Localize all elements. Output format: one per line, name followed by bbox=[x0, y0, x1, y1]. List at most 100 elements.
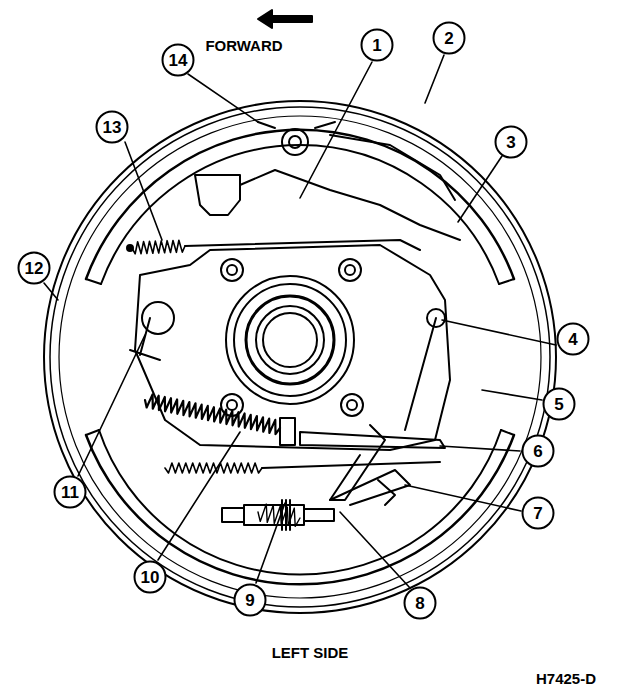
callout-ring bbox=[135, 562, 166, 593]
caption-label: H7425-D bbox=[536, 670, 596, 687]
label-holder: H7425-D bbox=[536, 670, 596, 688]
stud-nut bbox=[227, 265, 237, 275]
adjuster-cable bbox=[405, 318, 436, 430]
callout-number: 14 bbox=[169, 52, 188, 69]
hold-down-spring bbox=[130, 318, 160, 360]
callout-text: 6 bbox=[521, 434, 555, 468]
callout-circle: 10 bbox=[133, 560, 167, 594]
callout-number: 4 bbox=[568, 331, 577, 348]
leader-line bbox=[425, 55, 444, 103]
label-holder: LEFT SIDE bbox=[272, 644, 349, 662]
stud-nut bbox=[341, 394, 363, 416]
callout-circle: 6 bbox=[521, 434, 555, 468]
stud-nut bbox=[221, 259, 243, 281]
cable-clip bbox=[280, 418, 295, 445]
stud-nut bbox=[347, 400, 357, 410]
callout-circle: 9 bbox=[233, 583, 267, 617]
leader-line bbox=[442, 320, 556, 345]
stud-nut bbox=[339, 259, 361, 281]
coil-spring bbox=[132, 240, 185, 254]
leader-line bbox=[340, 512, 410, 588]
callout-number: 13 bbox=[103, 119, 122, 136]
leader-line bbox=[78, 335, 145, 476]
callout-number: 5 bbox=[554, 396, 563, 413]
anchor-pin bbox=[282, 129, 308, 155]
anchor-pin bbox=[289, 136, 301, 148]
callout-ring bbox=[97, 112, 128, 143]
callout-text: 10 bbox=[133, 560, 167, 594]
callout-circle: 1 bbox=[360, 28, 394, 62]
callout-number: 10 bbox=[141, 569, 160, 586]
callout-number: 11 bbox=[61, 484, 79, 501]
callout-text: 8 bbox=[403, 586, 437, 620]
adjuster-lever bbox=[330, 470, 410, 505]
callout-number: 3 bbox=[506, 134, 515, 151]
callout-circle: 12 bbox=[17, 251, 51, 285]
callout-text: 1 bbox=[360, 28, 394, 62]
wheel-cylinder bbox=[195, 175, 240, 215]
callout-number: 9 bbox=[245, 592, 254, 609]
caption-label: FORWARD bbox=[205, 37, 282, 54]
leader-line bbox=[158, 432, 240, 560]
callout-ring bbox=[362, 30, 393, 61]
callout-text: 7 bbox=[521, 496, 555, 530]
hub bbox=[234, 284, 346, 396]
callout-circle: 5 bbox=[542, 387, 576, 421]
parking-lever bbox=[330, 425, 385, 500]
callout-circle: 11 bbox=[53, 475, 87, 509]
callout-ring bbox=[405, 588, 436, 619]
shoe-end bbox=[86, 279, 514, 435]
brake-shoe-lining bbox=[86, 130, 514, 279]
callout-circle: 14 bbox=[161, 43, 195, 77]
backing-plate bbox=[135, 245, 450, 450]
callout-circle: 8 bbox=[403, 586, 437, 620]
stud-nut bbox=[227, 400, 237, 410]
callout-text: 4 bbox=[556, 322, 590, 356]
adjuster-screw bbox=[304, 509, 334, 521]
callout-number: 8 bbox=[415, 595, 424, 612]
callout-circle: 3 bbox=[494, 125, 528, 159]
shoe-web bbox=[330, 135, 455, 200]
callout-ring bbox=[19, 253, 50, 284]
callout-number: 2 bbox=[444, 30, 453, 47]
hub bbox=[246, 296, 334, 384]
shoe-web bbox=[240, 170, 460, 240]
drum-ring bbox=[50, 107, 550, 607]
drum-ring bbox=[59, 116, 541, 598]
leader-lines bbox=[44, 55, 556, 588]
leader-line bbox=[458, 156, 502, 222]
callout-text: 11 bbox=[53, 475, 87, 509]
callout-text: 14 bbox=[161, 43, 195, 77]
callout-text: 5 bbox=[542, 387, 576, 421]
callout-ring bbox=[544, 389, 575, 420]
callout-circle: 7 bbox=[521, 496, 555, 530]
leader-line bbox=[405, 485, 521, 511]
adjuster-screw bbox=[222, 508, 244, 522]
forward-arrow-head bbox=[258, 10, 272, 28]
coil-spring bbox=[258, 504, 300, 526]
coil-spring bbox=[165, 463, 262, 473]
callout-text: 13 bbox=[95, 110, 129, 144]
parking-strut bbox=[300, 432, 445, 448]
callout-ring bbox=[558, 324, 589, 355]
callout-ring bbox=[235, 585, 266, 616]
leader-line bbox=[44, 283, 58, 300]
callout-circle: 2 bbox=[432, 21, 466, 55]
callout-ring bbox=[523, 498, 554, 529]
hub bbox=[256, 306, 324, 374]
callout-circle: 4 bbox=[556, 322, 590, 356]
leader-line bbox=[300, 62, 372, 198]
hub bbox=[226, 276, 354, 404]
callout-ring bbox=[163, 45, 194, 76]
callout-circle: 13 bbox=[95, 110, 129, 144]
return-spring-wire bbox=[185, 240, 420, 250]
callout-number: 1 bbox=[372, 37, 381, 54]
callout-number: 6 bbox=[533, 443, 542, 460]
leader-line bbox=[440, 446, 520, 451]
label-holder: FORWARD bbox=[205, 37, 282, 55]
callout-ring bbox=[496, 127, 527, 158]
callout-text: 3 bbox=[494, 125, 528, 159]
shoe-guide bbox=[258, 122, 335, 128]
